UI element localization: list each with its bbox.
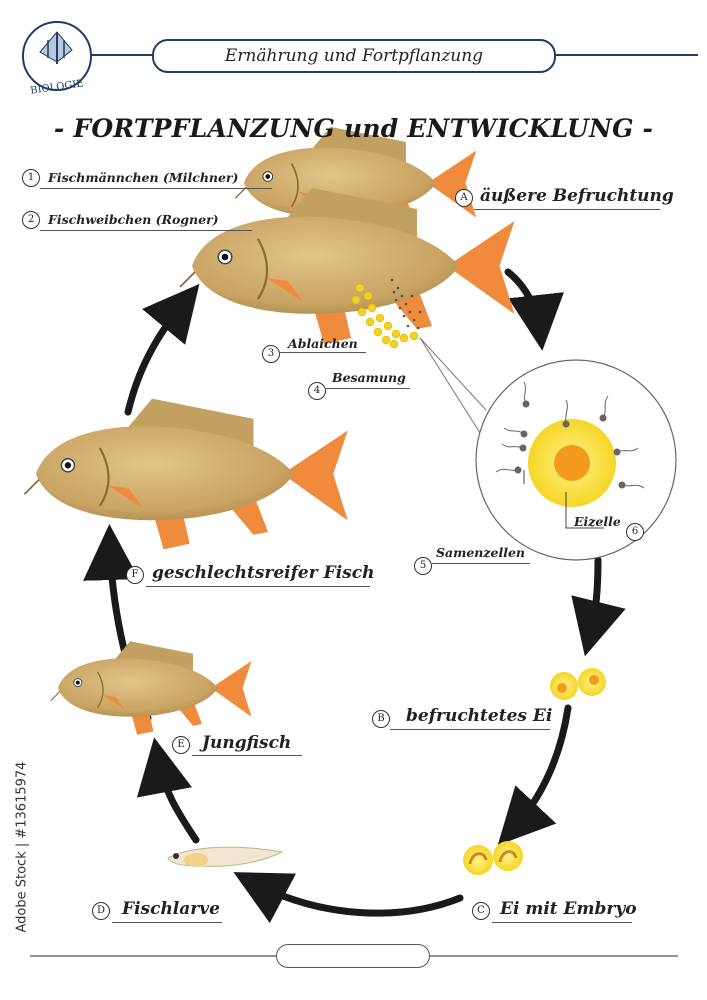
arrow-cell-to-b	[571, 556, 626, 657]
arrow-b-to-c	[497, 704, 572, 846]
fish-larva	[167, 846, 284, 867]
mature-fish	[23, 397, 349, 551]
label-5-badge: 5	[414, 557, 432, 575]
juvenile-fish	[50, 640, 253, 736]
logo-fish-icon	[39, 31, 73, 64]
subject-header: Ernährung und Fortpflanzung	[152, 39, 556, 73]
stage-b-badge: B	[372, 710, 390, 728]
stage-a-badge: A	[455, 189, 473, 207]
label-samenzellen: Samenzellen	[436, 545, 525, 560]
stage-e-label: Jungfisch	[202, 733, 292, 753]
watermark-text: Adobe Stock | #13615974	[14, 761, 30, 933]
spawn-eggs	[351, 283, 419, 349]
label-eizelle: Eizelle	[574, 514, 621, 529]
arrow-a-to-cell	[504, 268, 564, 351]
cycle-arrows	[83, 268, 626, 924]
label-3-badge: 3	[262, 345, 280, 363]
female-fish	[178, 186, 516, 346]
stage-f-label: geschlechtsreifer Fisch	[152, 563, 375, 583]
page-title: - FORTPFLANZUNG und ENTWICKLUNG -	[53, 114, 654, 143]
arrow-d-to-e	[136, 737, 200, 844]
sperm-cloud	[390, 278, 422, 330]
stage-f-badge: F	[126, 566, 144, 584]
arrow-f-to-top	[124, 283, 200, 416]
label-6-badge: 6	[626, 523, 644, 541]
sperm-cells	[495, 381, 645, 489]
stage-d-label: Fischlarve	[122, 899, 220, 919]
label-1-badge: 1	[22, 169, 40, 187]
stage-a-label: äußere Befruchtung	[480, 186, 674, 206]
stage-e-badge: E	[172, 736, 190, 754]
fertilized-egg	[550, 668, 606, 700]
label-4-badge: 4	[308, 382, 326, 400]
label-fisch-maennchen: Fischmännchen (Milchner)	[48, 170, 239, 185]
footer-pill	[276, 944, 430, 968]
stage-b-label: befruchtetes Ei	[406, 706, 553, 726]
label-2-badge: 2	[22, 211, 40, 229]
arrow-c-to-d	[233, 872, 464, 924]
stock-watermark: Adobe Stock | #13615974	[4, 762, 30, 935]
stage-c-label: Ei mit Embryo	[500, 899, 637, 919]
label-besamung: Besamung	[332, 370, 406, 385]
egg-with-embryo	[463, 841, 523, 875]
label-ablaichen: Ablaichen	[288, 336, 358, 351]
label-fisch-weibchen: Fischweibchen (Rogner)	[48, 212, 219, 227]
stage-c-badge: C	[472, 902, 490, 920]
stage-d-badge: D	[92, 902, 110, 920]
